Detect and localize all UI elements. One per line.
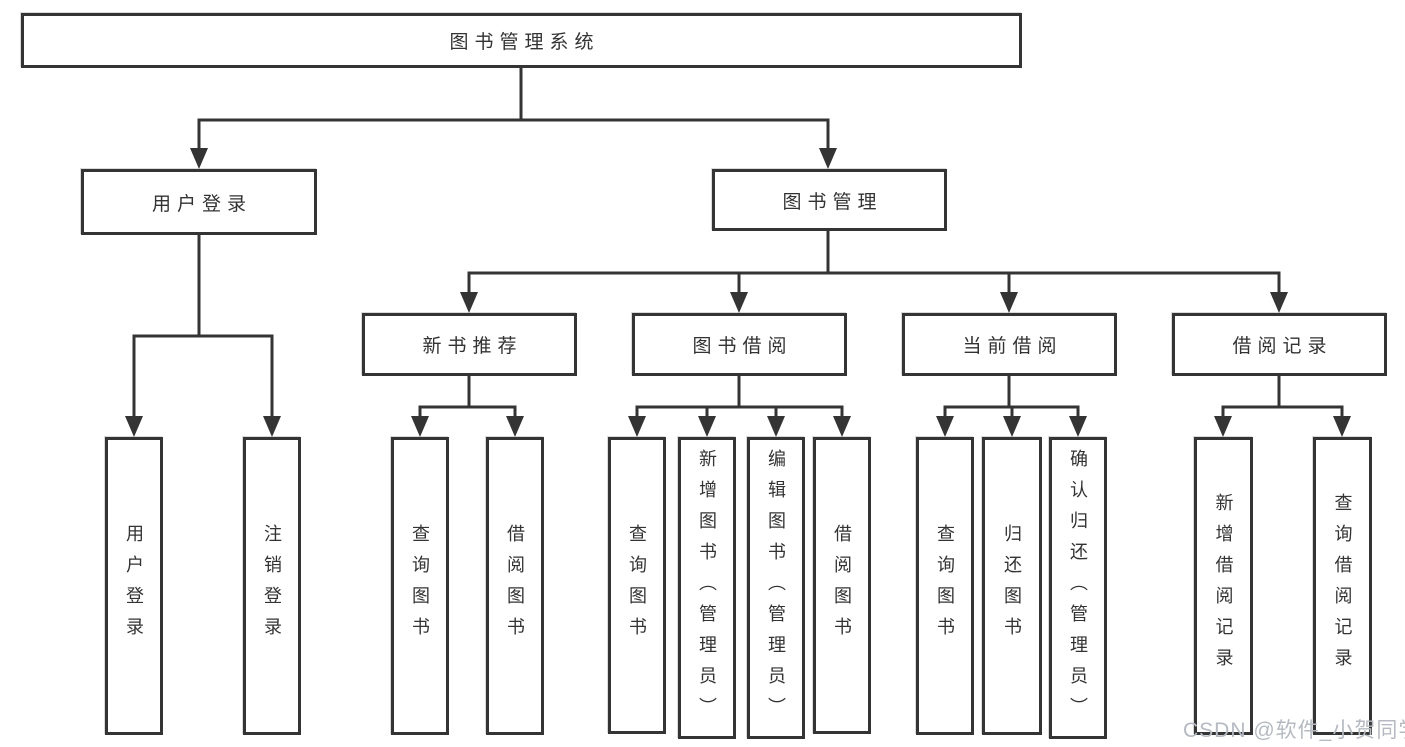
arrowhead-icon [506,416,524,437]
node-leaf-bb-query: 查询图书 [608,437,666,734]
arrowhead-icon [730,292,748,313]
node-leaf-br-add: 新增借阅记录 [1194,437,1253,735]
arrowhead-icon [1214,416,1232,437]
arrowhead-icon [411,416,429,437]
node-book-borrow: 图书借阅 [632,313,847,376]
node-borrow-records: 借阅记录 [1172,313,1387,376]
node-leaf-nb-borrow: 借阅图书 [486,437,544,735]
arrowhead-icon [819,148,837,169]
node-root: 图书管理系统 [21,13,1022,68]
arrowhead-icon [936,416,954,437]
arrowhead-icon [1069,416,1087,437]
node-book-mgmt: 图书管理 [712,169,947,231]
node-leaf-bb-borrow: 借阅图书 [813,437,871,734]
node-leaf-cb-confirm: 确认归还（管理员） [1049,437,1107,739]
arrowhead-icon [628,416,646,437]
node-leaf-cb-query: 查询图书 [916,437,974,735]
node-user-login: 用户登录 [81,169,317,235]
arrowhead-icon [125,416,143,437]
arrowhead-icon [698,416,716,437]
arrowhead-icon [1333,416,1351,437]
node-leaf-user-login: 用户登录 [105,437,163,735]
node-leaf-bb-edit: 编辑图书（管理员） [747,437,805,739]
arrowhead-icon [190,148,208,169]
arrowhead-icon [767,416,785,437]
arrowhead-icon [1000,292,1018,313]
arrowhead-icon [1003,416,1021,437]
node-leaf-br-query: 查询借阅记录 [1313,437,1372,735]
arrowhead-icon [833,416,851,437]
node-current-borrow: 当前借阅 [902,313,1117,376]
node-leaf-cb-return: 归还图书 [982,437,1042,735]
arrowhead-icon [263,416,281,437]
arrowhead-icon [1270,292,1288,313]
node-leaf-nb-query: 查询图书 [391,437,449,735]
node-leaf-bb-add: 新增图书（管理员） [678,437,736,739]
node-new-book: 新书推荐 [362,313,577,376]
node-leaf-logout: 注销登录 [243,437,301,735]
watermark-text: CSDN @软件_小贺同学 [1183,719,1405,742]
arrowhead-icon [460,292,478,313]
